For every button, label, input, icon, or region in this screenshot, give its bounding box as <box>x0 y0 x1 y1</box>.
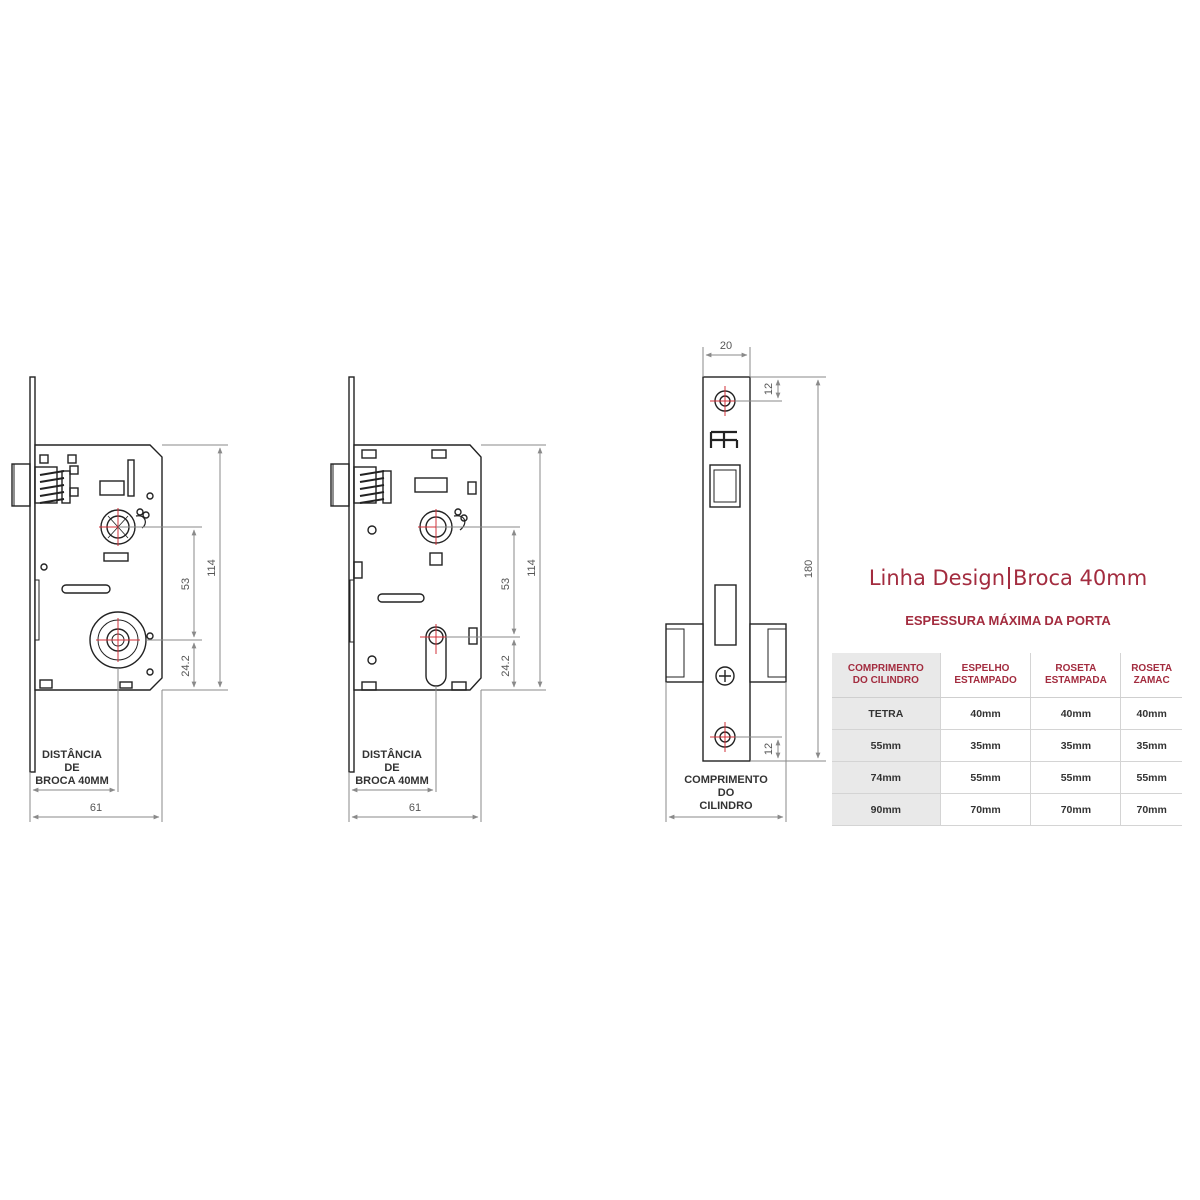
latch-bolt <box>330 463 350 507</box>
dim-width: 61 <box>90 802 102 814</box>
faceplate <box>29 376 36 773</box>
lock-body <box>34 444 163 691</box>
latch-bolt <box>11 463 31 507</box>
lock-body <box>353 444 482 691</box>
dim-faceplate-length: 180 <box>803 560 815 578</box>
backset-caption-line1: DISTÂNCIA <box>362 748 422 761</box>
table-cell: 55mm <box>1120 761 1182 794</box>
table-cell: 40mm <box>1030 697 1122 730</box>
faceplate <box>348 376 355 773</box>
lock-drawing-middle <box>330 376 482 773</box>
dim-height-total: 114 <box>206 559 218 577</box>
title-drill-size: Broca 40mm <box>1013 566 1148 590</box>
cylinder-caption-line2: DO <box>718 787 735 799</box>
table-row: TETRA 40mm 40mm 40mm <box>832 697 1182 730</box>
dim-lower-offset: 24.2 <box>500 655 512 676</box>
dim-width: 61 <box>409 802 421 814</box>
table-cell: 55mm <box>832 729 941 762</box>
dim-center-distance: 53 <box>180 578 192 590</box>
table-subtitle: ESPESSURA MÁXIMA DA PORTA <box>905 613 1111 628</box>
dim-top-offset: 12 <box>763 383 775 395</box>
dim-height-total: 114 <box>526 559 538 577</box>
table-cell: 90mm <box>832 793 941 826</box>
faceplate-front-view <box>665 376 787 762</box>
table-row: 90mm 70mm 70mm 70mm <box>832 793 1182 826</box>
brand-logo <box>709 430 739 448</box>
backset-caption-line3: BROCA 40MM <box>35 775 109 787</box>
backset-caption-line2: DE <box>64 762 79 774</box>
table-row: 55mm 35mm 35mm 35mm <box>832 729 1182 762</box>
dimensions-left <box>29 444 228 822</box>
dim-lower-offset: 24.2 <box>180 655 192 676</box>
dimensions-front <box>665 347 826 822</box>
table-cell: 70mm <box>1030 793 1122 826</box>
cylinder-screw <box>715 666 735 686</box>
lock-drawing-left <box>11 376 163 773</box>
table-cell: 70mm <box>1120 793 1182 826</box>
spring <box>359 470 385 504</box>
backset-caption-line3: BROCA 40MM <box>355 775 429 787</box>
dim-faceplate-width: 20 <box>720 340 732 352</box>
title-separator <box>1008 567 1011 589</box>
bolt-opening <box>714 584 737 646</box>
dim-center-distance: 53 <box>500 578 512 590</box>
dimensions-middle <box>348 444 546 822</box>
table-cell: 55mm <box>1030 761 1122 794</box>
dim-bottom-offset: 12 <box>763 743 775 755</box>
title-line-name: Linha Design <box>868 566 1006 590</box>
cylinder-caption-line1: COMPRIMENTO <box>684 774 768 786</box>
table-cell: 35mm <box>1120 729 1182 762</box>
spring <box>39 470 65 504</box>
cylinder-caption-line3: CILINDRO <box>699 800 753 812</box>
table-cell: TETRA <box>832 697 941 730</box>
table-cell: 35mm <box>940 729 1032 762</box>
backset-caption-line1: DISTÂNCIA <box>42 748 102 761</box>
table-cell: 74mm <box>832 761 941 794</box>
product-line-title: Linha Design Broca 40mm <box>832 566 1184 590</box>
backset-caption-line2: DE <box>384 762 399 774</box>
table-cell: 35mm <box>1030 729 1122 762</box>
latch-opening <box>709 464 741 508</box>
euro-cylinder-cutout <box>425 626 447 687</box>
table-cell: 70mm <box>940 793 1032 826</box>
table-cell: 40mm <box>1120 697 1182 730</box>
table-cell: 40mm <box>940 697 1032 730</box>
table-row: 74mm 55mm 55mm 55mm <box>832 761 1182 794</box>
table-cell: 55mm <box>940 761 1032 794</box>
